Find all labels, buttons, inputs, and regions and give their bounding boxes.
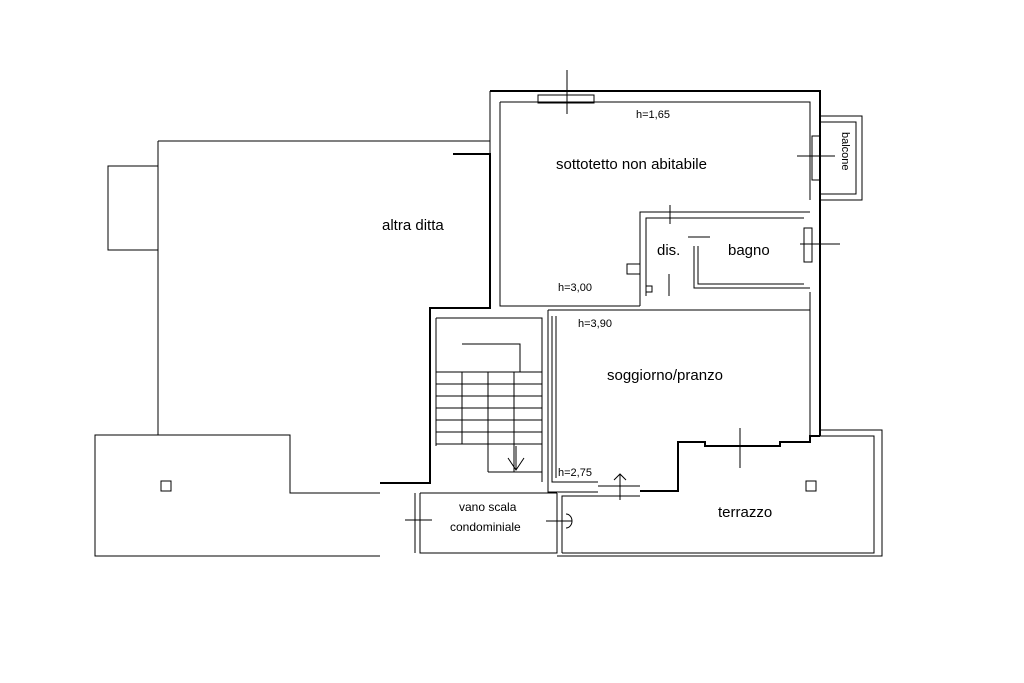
chimney-square-left	[160, 480, 172, 492]
balcone: balcone	[797, 115, 863, 201]
room-label-altra-ditta: altra ditta	[382, 217, 444, 234]
height-label-1: h=1,65	[636, 109, 670, 121]
room-label-soggiorno: soggiorno/pranzo	[607, 367, 723, 384]
room-label-condominiale: condominiale	[450, 520, 521, 534]
room-label-terrazzo: terrazzo	[718, 504, 772, 521]
room-label-vano-scala: vano scala	[459, 500, 517, 514]
room-label-bagno: bagno	[728, 242, 770, 259]
room-label-sottotetto: sottotetto non abitabile	[556, 156, 707, 173]
chimney-square-right	[805, 480, 817, 492]
height-label-4: h=2,75	[558, 467, 592, 479]
room-label-dis: dis.	[657, 242, 680, 259]
vano-scala	[405, 492, 573, 554]
height-label-3: h=3,90	[578, 318, 612, 330]
terrazzo	[557, 429, 883, 557]
bagno-block	[626, 205, 840, 306]
unit-perimeter	[490, 90, 821, 492]
altra-ditta-area	[94, 91, 491, 557]
staircase	[435, 317, 543, 482]
window-top	[537, 70, 595, 114]
height-label-2: h=3,00	[558, 282, 592, 294]
balcone-label: balcone	[839, 132, 851, 171]
